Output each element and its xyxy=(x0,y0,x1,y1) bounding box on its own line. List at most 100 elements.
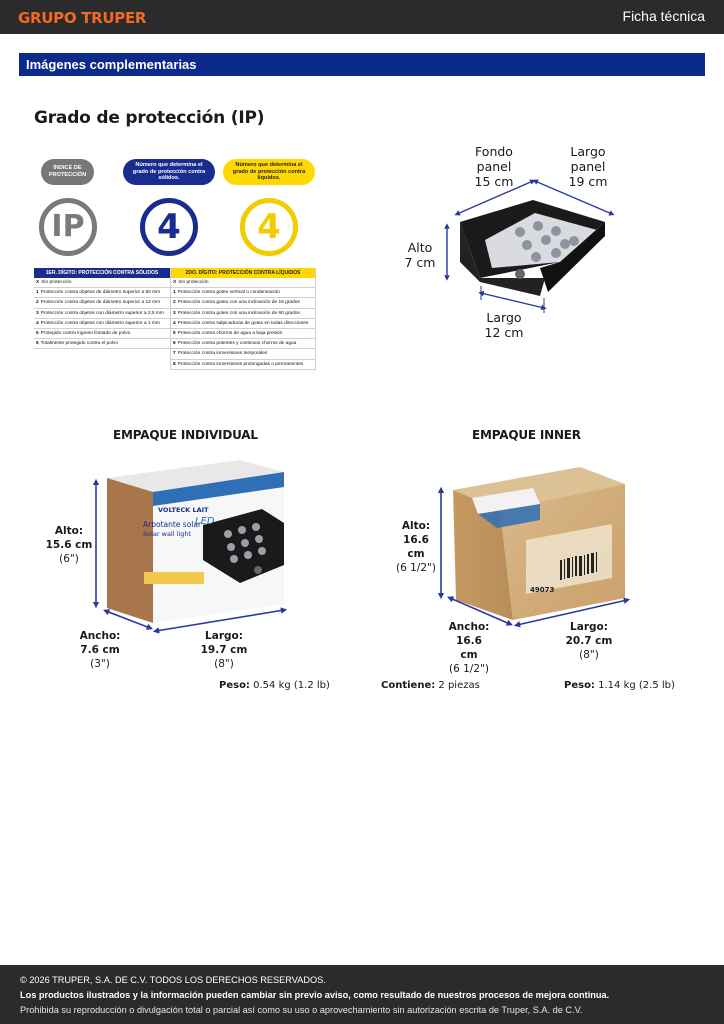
ip-solid-table-row-text: Protección contra objetos con diámetro s… xyxy=(40,320,160,326)
alto-word: Alto xyxy=(407,240,433,255)
ip-solid-table: 1ER. DÍGITO: PROTECCIÓN CONTRA SÓLIDOS X… xyxy=(34,268,170,350)
inner-ancho-label: Ancho: 16.6 cm (6 1/2") xyxy=(446,620,492,676)
footer-notice: Los productos ilustrados y la informació… xyxy=(20,990,610,1000)
ip-liquid-table-row-digit: 3 xyxy=(173,310,176,316)
individual-box-illustration: VOLTECK LAIT Arbotante solar Solar wall … xyxy=(107,460,284,623)
ip-solid-table-row-digit: 4 xyxy=(36,320,39,326)
footer-bar: © 2026 TRUPER, S.A. DE C.V. TODOS LOS DE… xyxy=(0,965,724,1024)
footer-copyright: © 2026 TRUPER, S.A. DE C.V. TODOS LOS DE… xyxy=(20,975,326,985)
individual-box-brand: VOLTECK LAIT xyxy=(158,506,209,514)
ip-liquid-table-row-digit: X xyxy=(173,280,177,285)
ip-liquid-table-row-text: Protección contra potentes y continuos c… xyxy=(177,341,297,347)
individual-ancho-in: (3") xyxy=(90,658,110,670)
ip-solid-pill: Número que determina el grado de protecc… xyxy=(123,159,215,185)
inner-weight-value: 1.14 kg (2.5 lb) xyxy=(598,680,675,691)
ip-code-ring: IP xyxy=(39,198,97,256)
inner-largo-label: Largo: 20.7 cm (8") xyxy=(565,620,613,662)
ip-solid-table-row-text: Totalmente protegido contra el polvo xyxy=(40,341,119,347)
largo-panel-panel-word: panel xyxy=(570,159,606,174)
ip-liquid-table-row-digit: 2 xyxy=(173,300,176,306)
ip-solid-digit-ring: 4 xyxy=(140,198,198,256)
alto-value: 7 cm xyxy=(404,255,436,270)
individual-ancho-cm: 7.6 cm xyxy=(80,644,120,656)
ip-liquid-table-row-digit: 5 xyxy=(173,330,176,336)
inner-box-illustration: 49073 xyxy=(453,467,625,620)
fondo-word: Fondo xyxy=(475,144,513,159)
individual-weight: Peso: 0.54 kg (1.2 lb) xyxy=(219,680,330,691)
individual-box-led: LED xyxy=(195,516,215,527)
inner-ancho-in: (6 1/2") xyxy=(449,663,489,675)
ip-liquid-table-row-digit: 1 xyxy=(173,290,176,296)
ip-liquid-pill: Número que determina el grado de protecc… xyxy=(223,159,315,185)
individual-box-product-en: Solar wall light xyxy=(143,530,191,538)
individual-alto-in: (6") xyxy=(59,553,79,565)
inner-ancho-word: Ancho: xyxy=(448,621,490,633)
ip-solid-table-row-text: Protección contra objetos de diámetro su… xyxy=(40,290,161,296)
ip-solid-table-row-text: Sin protección xyxy=(41,280,72,285)
individual-largo-word: Largo: xyxy=(205,630,243,642)
ip-solid-table-row-digit: X xyxy=(36,280,40,285)
alto-label: Alto 7 cm xyxy=(402,240,438,270)
ip-liquid-table-row-text: Protección contra chorros de agua a baja… xyxy=(177,330,283,336)
section-title-bar: Imágenes complementarias xyxy=(19,53,705,76)
ip-solid-table-row-text: Protección contra objetos con diámetro s… xyxy=(40,310,164,316)
largo-panel-word: Largo xyxy=(570,144,606,159)
ip-liquid-table: 2DO. DÍGITO: PROTECCIÓN CONTRA LÍQUIDOS … xyxy=(170,268,316,370)
solar-lamp-illustration xyxy=(460,200,605,296)
inner-alto-cm: 16.6 cm xyxy=(403,534,429,560)
section-title: Imágenes complementarias xyxy=(26,57,197,72)
inner-alto-label: Alto: 16.6 cm (6 1/2") xyxy=(393,519,439,575)
ip-liquid-table-row-digit: 8 xyxy=(173,361,176,367)
ip-solid-table-row-text: Protegido contra ingreso limitado de pol… xyxy=(40,330,131,336)
largo-value: 12 cm xyxy=(484,325,524,340)
individual-ancho-word: Ancho: xyxy=(79,630,121,642)
ip-liquid-table-row-text: Protección contra goteo con una inclinac… xyxy=(177,300,300,306)
ip-liquid-table-row-text: Protección contra inmersiones prolongada… xyxy=(177,361,304,367)
inner-largo-in: (8") xyxy=(579,649,599,661)
inner-largo-cm: 20.7 cm xyxy=(565,635,613,647)
inner-largo-word: Largo: xyxy=(570,621,608,633)
largo-panel-value: 19 cm xyxy=(568,174,608,189)
largo-word: Largo xyxy=(486,310,522,325)
inner-weight: Peso: 1.14 kg (2.5 lb) xyxy=(564,680,675,691)
individual-largo-cm: 19.7 cm xyxy=(200,644,248,656)
document-type-label: Ficha técnica xyxy=(622,8,705,24)
fondo-value: 15 cm xyxy=(474,174,514,189)
fondo-panel-word: panel xyxy=(476,159,512,174)
inner-package-title: EMPAQUE INNER xyxy=(472,428,581,442)
top-header-bar: GRUPO TRUPER Ficha técnica xyxy=(0,0,724,34)
individual-alto-label: Alto: 15.6 cm (6") xyxy=(44,524,94,566)
individual-box-product: Arbotante solar xyxy=(143,520,202,529)
individual-ancho-label: Ancho: 7.6 cm (3") xyxy=(78,629,122,671)
fondo-panel-label: Fondo panel 15 cm xyxy=(472,144,516,189)
ip-liquid-table-header: 2DO. DÍGITO: PROTECCIÓN CONTRA LÍQUIDOS xyxy=(171,268,315,278)
ip-liquid-table-row-text: Protección contra salpicaduras de gotas … xyxy=(177,320,309,326)
individual-weight-value: 0.54 kg (1.2 lb) xyxy=(253,680,330,691)
inner-ancho-cm: 16.6 cm xyxy=(456,635,482,661)
footer-legal: Prohibida su reproducción o divulgación … xyxy=(20,1005,583,1015)
individual-alto-cm: 15.6 cm xyxy=(45,539,93,551)
largo-label: Largo 12 cm xyxy=(482,310,526,340)
inner-contents-label: Contiene: xyxy=(381,680,436,691)
individual-weight-label: Peso: xyxy=(219,680,250,691)
inner-weight-label: Peso: xyxy=(564,680,595,691)
inner-contents-value: 2 piezas xyxy=(438,680,480,691)
ip-liquid-table-row-text: Protección contra goteo vertical o conde… xyxy=(177,290,280,296)
ip-liquid-table-row-digit: 6 xyxy=(173,341,176,347)
ip-liquid-table-row-text: Protección contra goteo con una inclinac… xyxy=(177,310,300,316)
